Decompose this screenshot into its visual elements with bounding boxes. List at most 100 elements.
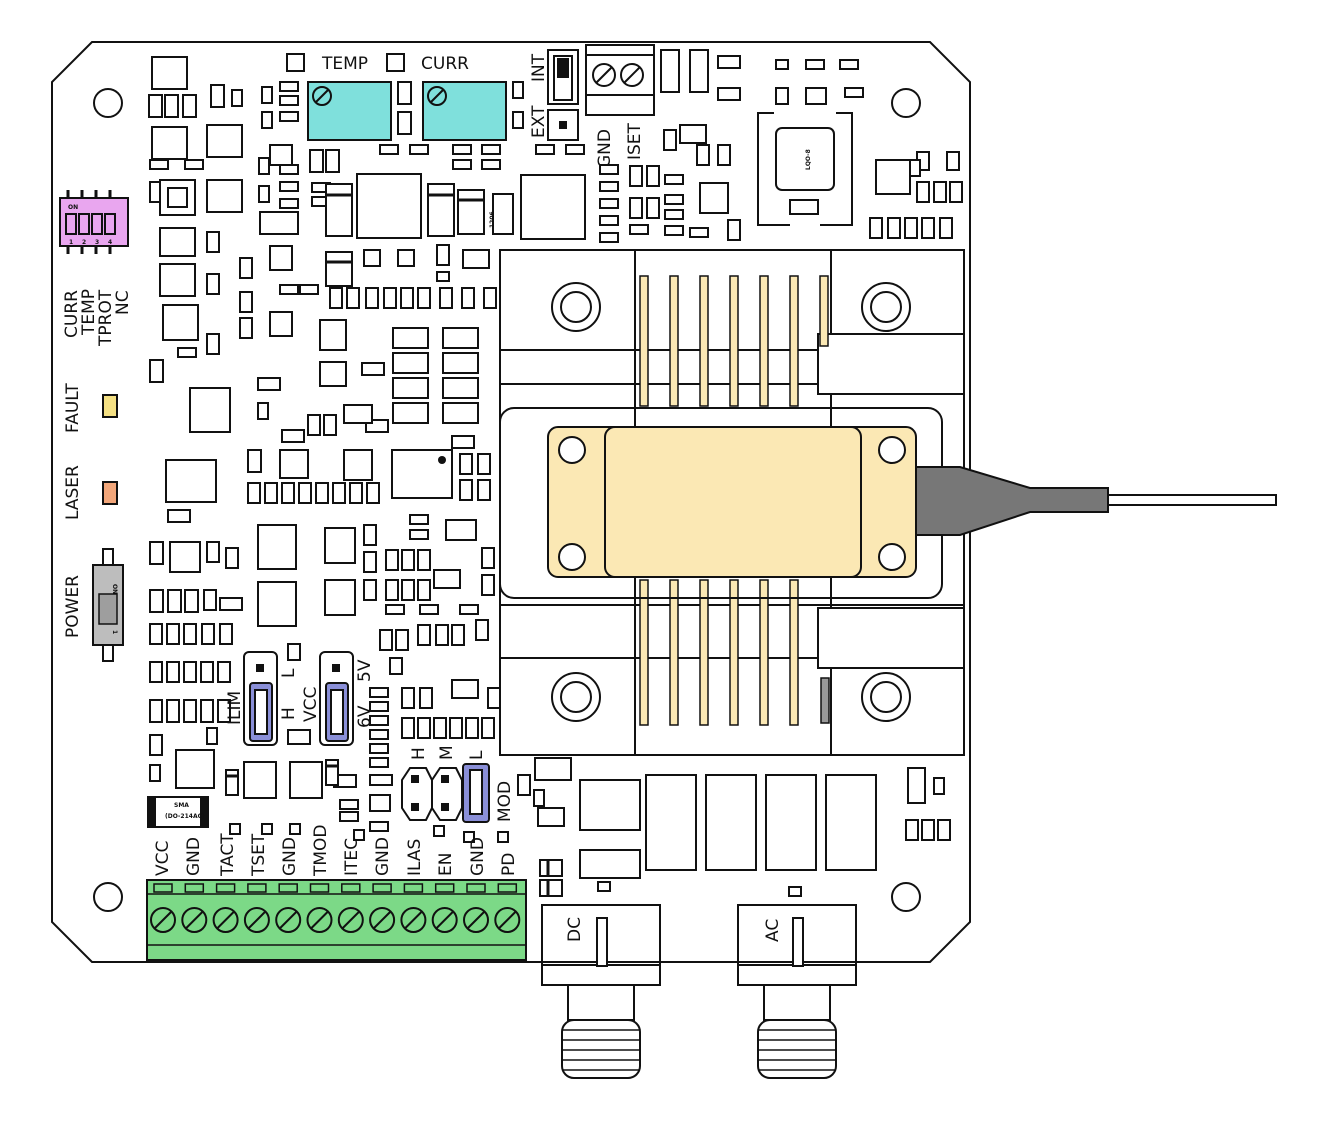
laser-mount <box>499 249 965 756</box>
terminal-tab <box>247 883 267 893</box>
smd-passives <box>148 49 963 897</box>
curr-label: CURR <box>421 54 469 74</box>
power-switch[interactable] <box>92 548 124 662</box>
terminal-label-ilas: ILAS <box>405 839 425 876</box>
terminal-tab <box>215 883 236 893</box>
optical-fiber <box>857 466 1277 536</box>
terminal-label-en: EN <box>436 853 456 876</box>
mod-m-label: M <box>437 745 457 760</box>
terminal-screw-slot <box>216 911 235 929</box>
terminal-screw[interactable] <box>150 907 176 933</box>
terminal-screw-slot <box>467 911 485 929</box>
terminal-label-tact: TACT <box>218 833 238 877</box>
butterfly-laser-package <box>547 426 917 578</box>
terminal-tab <box>309 883 330 893</box>
terminal-label-tset: TSET <box>249 833 269 877</box>
terminal-screw[interactable] <box>306 907 333 933</box>
terminal-screw[interactable] <box>400 907 427 933</box>
terminal-label-gnd-4: GND <box>468 837 488 876</box>
terminal-screw[interactable] <box>181 907 208 933</box>
terminal-screw-slot <box>373 911 391 929</box>
terminal-screw-slot <box>404 911 423 929</box>
terminal-screw-slot <box>185 911 204 929</box>
terminal-tab <box>497 883 518 893</box>
terminal-screw-slot <box>310 911 329 929</box>
vcc-6v-label: 6V <box>355 705 375 728</box>
terminal-screw-slot <box>342 911 360 929</box>
terminal-screw-slot <box>248 911 266 929</box>
jumper-vcc[interactable] <box>319 651 354 746</box>
curr-testpad <box>386 53 405 72</box>
terminal-screw-slot <box>154 911 172 929</box>
terminal-label-tmod: TMOD <box>311 824 331 877</box>
terminal-label-itec: ITEC <box>342 838 362 876</box>
dip-pin-1: 1 <box>69 239 73 246</box>
dc-label: DC <box>565 917 585 942</box>
ilim-label: ILIM <box>225 691 245 725</box>
terminal-tab <box>341 883 361 893</box>
terminal-screw[interactable] <box>212 907 239 933</box>
oscillator-marking: LQO-8 <box>805 149 812 170</box>
large-components <box>147 56 921 828</box>
dip-switch[interactable] <box>59 190 129 254</box>
mod-l-label: L <box>467 750 487 760</box>
terminal-tab <box>153 883 173 893</box>
ilim-h-label: H <box>279 707 299 720</box>
dip-pin-2: 2 <box>82 239 86 246</box>
dip-label-temp: TEMP <box>79 289 99 336</box>
trimpot-temp[interactable] <box>307 81 392 141</box>
sma-dc-connector[interactable] <box>541 904 661 1079</box>
terminal-screw-slot <box>498 911 517 929</box>
terminal-screw[interactable] <box>337 907 364 933</box>
terminal-tab <box>278 883 298 893</box>
mounting-holes <box>93 88 921 912</box>
terminal-label-gnd-2: GND <box>280 837 300 876</box>
int-ext-switch[interactable] <box>547 49 579 141</box>
terminal-block[interactable] <box>146 879 527 961</box>
case-1206-label: 1206 <box>489 211 496 228</box>
terminal-screw[interactable] <box>243 907 270 933</box>
ext-label: EXT <box>529 105 549 138</box>
dip-label-curr: CURR <box>62 290 82 338</box>
terminal-screw[interactable] <box>494 907 521 933</box>
dip-label-nc: NC <box>113 290 133 315</box>
dip-label-tprot: TPROT <box>96 289 116 347</box>
temp-testpad <box>286 53 305 72</box>
terminal-label-vcc: VCC <box>153 841 173 876</box>
dip-pin-4: 4 <box>108 239 112 246</box>
jumper-mod[interactable] <box>401 763 490 823</box>
trimpot-curr[interactable] <box>422 81 507 141</box>
int-label: INT <box>529 53 549 82</box>
terminal-label-gnd-3: GND <box>373 837 393 876</box>
dip-on-label: ON <box>68 204 78 211</box>
vcc-jumper-label: VCC <box>301 687 321 722</box>
terminal-tab <box>372 883 392 893</box>
terminal-screw[interactable] <box>431 907 458 933</box>
ics <box>189 124 911 831</box>
laser-led <box>102 481 118 505</box>
laser-label: LASER <box>63 465 83 520</box>
terminal-screw[interactable] <box>369 907 396 933</box>
terminal-screw[interactable] <box>275 907 302 933</box>
temp-label: TEMP <box>321 54 368 74</box>
terminal-tab <box>403 883 424 893</box>
top-screw-terminal[interactable] <box>585 44 655 116</box>
power-pos-label: 1 <box>111 630 118 634</box>
power-label: POWER <box>63 575 83 638</box>
sma-pads <box>579 774 877 879</box>
dip-pin-3: 3 <box>95 239 99 246</box>
sma-ac-connector[interactable] <box>737 904 857 1079</box>
diode-label-2: (DO-214AC) <box>165 813 205 820</box>
terminal-label-pd: PD <box>499 853 519 876</box>
terminal-tab <box>434 883 455 893</box>
terminal-label-gnd-1: GND <box>184 837 204 876</box>
mod-h-label: H <box>409 747 429 760</box>
terminal-tab <box>184 883 205 893</box>
terminal-screw[interactable] <box>463 907 489 933</box>
power-on-label: ON <box>111 584 118 594</box>
jumper-ilim[interactable] <box>243 651 278 746</box>
ac-label: AC <box>763 919 783 942</box>
oscillator-module <box>757 112 853 226</box>
fault-led <box>102 394 118 418</box>
